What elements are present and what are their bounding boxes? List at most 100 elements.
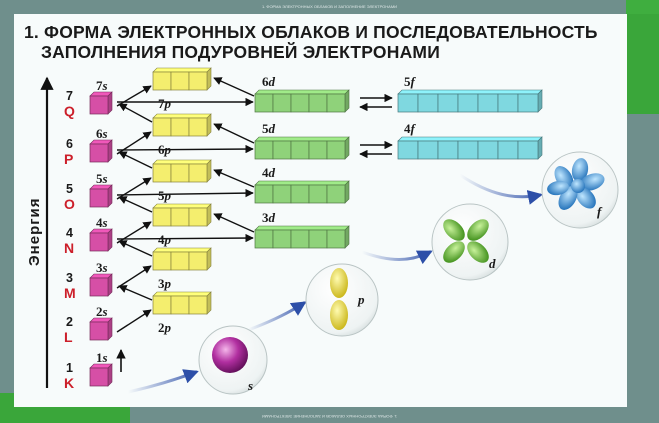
flow-arrow-f (458, 173, 543, 205)
d-box-level-5-cell (254, 140, 274, 160)
s-box-level-5 (89, 184, 113, 208)
title-line-2: ЗАПОЛНЕНИЯ ПОДУРОВНЕЙ ЭЛЕКТРОНАМИ (41, 42, 440, 62)
f-box-level-5-cell (477, 93, 499, 113)
p-box-level-2 (152, 291, 212, 315)
f-orbital-label: f (597, 204, 603, 219)
s-box-level-3 (89, 273, 113, 297)
p-box-level-7-cell (152, 71, 172, 91)
f-box-level-5-cell (417, 93, 439, 113)
d-orbital-label: d (489, 256, 496, 271)
p-box-level-2-cell (152, 295, 172, 315)
sublevel-label-d: 6d (262, 74, 276, 89)
order-arrow (116, 85, 152, 107)
p-box-level-3-cell (188, 251, 208, 271)
p-box-level-6-cell (170, 117, 190, 137)
p-orbital-circle (305, 263, 379, 337)
p-box-level-4 (152, 203, 212, 227)
level-number: 5 (66, 182, 73, 196)
p-box-level-4-cell (152, 207, 172, 227)
title-line-1: 1. ФОРМА ЭЛЕКТРОННЫХ ОБЛАКОВ И ПОСЛЕДОВА… (24, 22, 598, 42)
sublevel-label-f: 5f (404, 74, 417, 89)
d-orbital-lobe (467, 219, 489, 241)
order-arrow (116, 188, 254, 198)
order-arrow (118, 103, 153, 123)
p-box-level-4-cell (170, 207, 190, 227)
p-box-level-5 (152, 159, 212, 183)
s-orbital-label: s (247, 378, 253, 393)
sublevel-label-s: 4s (96, 215, 108, 230)
order-arrow (116, 265, 152, 289)
sublevel-label-p: 3p (158, 276, 172, 291)
d-box-level-5-cell (272, 140, 292, 160)
d-box-level-5 (254, 136, 350, 160)
level-number: 2 (66, 315, 73, 329)
p-box-level-6 (152, 113, 212, 137)
s-box-level-5-cell (89, 188, 109, 208)
s-box-level-6-cell (89, 143, 109, 163)
flow-arrow-p (246, 301, 307, 332)
order-arrow (213, 123, 255, 144)
sublevel-label-s: 1s (96, 350, 108, 365)
p-orbital-label: p (357, 292, 365, 307)
p-box-level-3 (152, 247, 212, 271)
sublevel-label-s: 2s (96, 304, 108, 319)
d-box-level-3-cell (308, 229, 328, 249)
d-box-level-3-cell (326, 229, 346, 249)
order-arrow (116, 131, 152, 155)
d-box-level-5-cell (290, 140, 310, 160)
level-letter: L (64, 329, 73, 345)
sublevel-label-s: 5s (96, 171, 108, 186)
p-box-level-2-cell (188, 295, 208, 315)
d-box-level-4 (254, 180, 350, 204)
order-arrow (118, 285, 153, 301)
d-orbital-lobe (443, 241, 465, 263)
f-box-level-5-cell (397, 93, 419, 113)
p-box-level-5-cell (170, 163, 190, 183)
p-box-level-7-cell (188, 71, 208, 91)
d-box-level-6-cell (326, 93, 346, 113)
p-box-level-7-cell (170, 71, 190, 91)
d-orbital-lobe (467, 241, 489, 263)
p-orbital-lobe-bottom (330, 300, 348, 330)
p-box-level-5-cell (152, 163, 172, 183)
d-box-level-6-cell (290, 93, 310, 113)
d-box-level-3-cell (272, 229, 292, 249)
p-box-level-5-cell (188, 163, 208, 183)
level-letter: K (64, 375, 74, 391)
f-box-level-5-cell (437, 93, 459, 113)
f-box-level-5-cell (457, 93, 479, 113)
f-box-level-5 (397, 89, 543, 113)
order-arrow (116, 221, 152, 244)
flow-arrow-d (360, 250, 433, 265)
s-box-level-1 (89, 363, 113, 387)
d-box-level-3-cell (254, 229, 274, 249)
level-letter: N (64, 240, 74, 256)
f-orbital-lobe (571, 179, 585, 193)
s-box-level-2 (89, 317, 113, 341)
order-arrow (116, 177, 152, 200)
d-box-level-4-cell (308, 184, 328, 204)
order-arrow (116, 309, 152, 333)
f-box-level-4-cell (497, 140, 519, 160)
p-box-level-2-cell (170, 295, 190, 315)
d-box-level-6-cell (254, 93, 274, 113)
sublevel-label-f: 4f (404, 121, 417, 136)
s-box-level-6 (89, 139, 113, 163)
f-box-level-5-cell (517, 93, 539, 113)
f-box-level-4 (397, 136, 543, 160)
s-box-level-7-cell (89, 95, 109, 115)
poster-title: 1. ФОРМА ЭЛЕКТРОННЫХ ОБЛАКОВ И ПОСЛЕДОВА… (24, 22, 614, 62)
content-panel (14, 14, 627, 407)
level-number: 6 (66, 137, 73, 151)
level-number: 4 (66, 226, 73, 240)
sublevel-label-p: 5p (158, 188, 172, 203)
sublevel-label-d: 5d (262, 121, 276, 136)
f-orbital-lobe (576, 187, 596, 209)
order-arrow (116, 233, 254, 243)
f-box-level-4-cell (437, 140, 459, 160)
f-box-level-4-cell (397, 140, 419, 160)
d-box-level-4-cell (254, 184, 274, 204)
energy-axis-label: Энергия (26, 197, 43, 266)
top-strip: 1. ФОРМА ЭЛЕКТРОННЫХ ОБЛАКОВ И ЗАПОЛНЕНИ… (261, 4, 398, 9)
p-box-level-6-cell (188, 117, 208, 137)
